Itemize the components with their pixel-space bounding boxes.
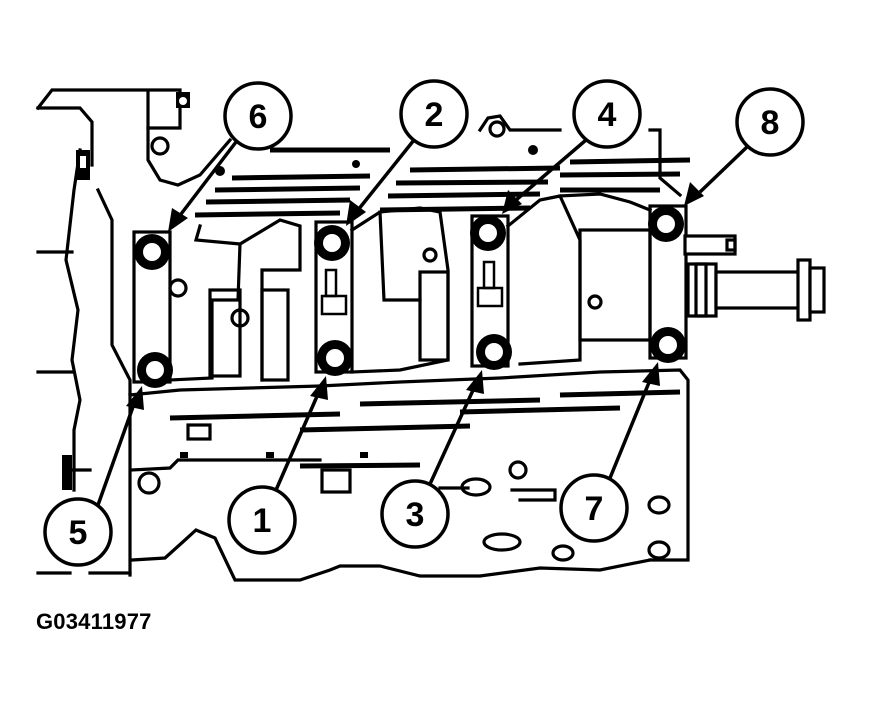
bolt-3 bbox=[476, 334, 512, 370]
callout-1: 1 bbox=[227, 485, 297, 555]
callout-number: 7 bbox=[585, 490, 604, 528]
callout-number: 3 bbox=[406, 496, 425, 534]
crankshaft-rear-flange bbox=[683, 234, 826, 322]
callout-7: 7 bbox=[559, 473, 629, 543]
callout-3: 3 bbox=[380, 479, 450, 549]
callout-number: 5 bbox=[69, 514, 88, 552]
engine-bearing-cap-diagram: 6 2 4 8 5 1 3 7 bbox=[35, 79, 826, 582]
bolt-1 bbox=[317, 340, 353, 376]
callout-2: 2 bbox=[399, 79, 469, 149]
bolt-5 bbox=[137, 352, 173, 388]
bolt-6 bbox=[134, 234, 170, 270]
bolt-2 bbox=[314, 225, 350, 261]
callout-4: 4 bbox=[572, 79, 642, 149]
crankshaft-body bbox=[132, 192, 688, 384]
callout-number: 8 bbox=[761, 104, 780, 142]
crankcase-ribs bbox=[194, 114, 691, 218]
callout-number: 2 bbox=[425, 96, 444, 134]
callout-8: 8 bbox=[735, 87, 805, 157]
callout-number: 1 bbox=[253, 502, 272, 540]
bolt-4 bbox=[470, 215, 506, 251]
callout-number: 4 bbox=[598, 96, 617, 134]
callout-number: 6 bbox=[249, 98, 268, 136]
lower-block bbox=[128, 368, 690, 582]
callout-5: 5 bbox=[43, 497, 113, 567]
bolt-8 bbox=[648, 206, 684, 242]
figure-id-label: G03411977 bbox=[36, 609, 152, 634]
callout-6: 6 bbox=[223, 81, 293, 151]
bearing-cap-bolts bbox=[134, 206, 686, 388]
bolt-7 bbox=[650, 327, 686, 363]
leader-arrows bbox=[96, 138, 750, 506]
